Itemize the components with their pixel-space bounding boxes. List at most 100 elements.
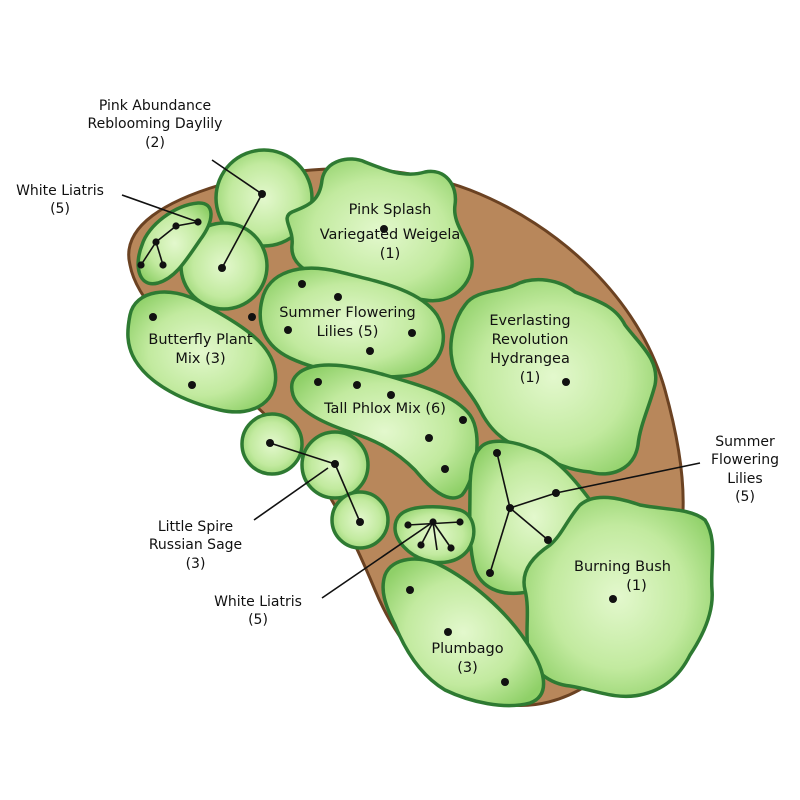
- label-line: Reblooming Daylily: [87, 116, 223, 133]
- burning-bush-shrub: [522, 495, 715, 699]
- leader-lines: [121, 159, 701, 599]
- label-butterfly-plant: Butterfly Plant Mix (3): [133, 331, 268, 369]
- marker-liatris-bottom-3: [456, 518, 464, 526]
- label-line: White Liatris: [16, 183, 104, 199]
- label-line: Lilies: [727, 470, 763, 487]
- marker-lilies-center-4: [408, 329, 416, 337]
- leader-summer-lilies-right: [555, 462, 701, 494]
- label-hydrangea: Everlasting Revolution Hydrangea (1): [470, 312, 590, 389]
- label-line: Mix (3): [175, 351, 226, 368]
- marker-plumbago-2: [444, 628, 452, 636]
- marker-phlox-2: [353, 381, 361, 389]
- marker-phlox-5: [425, 434, 433, 442]
- plant-markers: [137, 190, 617, 686]
- connector-liatris-bottom-b: [420, 521, 434, 546]
- connector-liatris-bottom-c: [432, 521, 438, 551]
- label-line: Russian Sage: [148, 537, 243, 554]
- label-count: (1): [519, 370, 541, 387]
- label-line: Burning Bush: [574, 559, 671, 575]
- connector-liatris-top-a: [140, 241, 157, 266]
- marker-liatris-top-3: [152, 238, 160, 246]
- leader-russian-sage: [253, 467, 329, 521]
- marker-lilies-right-3: [506, 504, 514, 512]
- marker-sage-1: [266, 439, 274, 447]
- marker-phlox-6: [441, 465, 449, 473]
- label-count: (1): [379, 246, 401, 263]
- label-line: Lilies (5): [316, 324, 379, 341]
- marker-lilies-center-5: [366, 347, 374, 355]
- marker-liatris-bottom-4: [417, 541, 425, 549]
- label-count: (5): [50, 201, 70, 218]
- connector-lilies-right-a: [509, 507, 549, 541]
- marker-sage-2: [331, 460, 339, 468]
- plumbago-bed: [381, 557, 546, 708]
- marker-phlox-1: [314, 378, 322, 386]
- summer-lilies-center-bed: [258, 266, 446, 379]
- marker-liatris-top-2: [172, 222, 180, 230]
- tall-phlox-bed: [289, 363, 479, 500]
- label-line: Variegated Weigela: [319, 227, 461, 244]
- label-line: Everlasting: [489, 313, 571, 329]
- label-pink-abundance: Pink Abundance Reblooming Daylily (2): [60, 97, 250, 152]
- marker-phlox-4: [459, 416, 467, 424]
- marker-weigela: [380, 225, 388, 233]
- label-count: (5): [248, 612, 268, 629]
- label-count: (5): [735, 489, 755, 506]
- label-white-liatris-bottom: White Liatris (5): [198, 593, 318, 630]
- marker-lilies-right-4: [544, 536, 552, 544]
- label-line: Tall Phlox Mix (6): [324, 401, 446, 417]
- marker-daylily-2: [218, 264, 226, 272]
- hydrangea-shrub: [449, 277, 658, 476]
- label-plumbago: Plumbago (3): [420, 640, 515, 678]
- marker-liatris-bottom-5: [447, 544, 455, 552]
- label-line: Hydrangea: [490, 351, 570, 368]
- marker-plumbago-1: [406, 586, 414, 594]
- label-line: Plumbago: [431, 641, 504, 657]
- marker-hydrangea: [562, 378, 570, 386]
- marker-liatris-top-5: [159, 261, 167, 269]
- marker-butterfly-3: [188, 381, 196, 389]
- connector-sage-a: [269, 442, 336, 465]
- plant-groups: [126, 148, 715, 708]
- marker-butterfly-1: [149, 313, 157, 321]
- label-line: Pink Splash: [348, 202, 432, 218]
- marker-butterfly-2: [248, 313, 256, 321]
- label-summer-lilies-center: Summer Flowering Lilies (5): [260, 304, 435, 342]
- marker-lilies-right-1: [493, 449, 501, 457]
- label-line: Pink Abundance: [98, 98, 212, 114]
- marker-liatris-bottom-2: [429, 518, 437, 526]
- marker-liatris-top-4: [137, 261, 145, 269]
- label-line: Butterfly Plant: [148, 332, 253, 348]
- label-line: Little Spire: [157, 519, 234, 535]
- label-russian-sage: Little Spire Russian Sage (3): [138, 518, 253, 573]
- label-count: (2): [145, 134, 165, 151]
- marker-daylily-1: [258, 190, 266, 198]
- marker-liatris-top-1: [194, 218, 202, 226]
- label-burning-bush: Burning Bush (1): [565, 558, 680, 596]
- leader-white-liatris-top: [121, 194, 199, 223]
- label-summer-lilies-right: Summer Flowering Lilies (5): [690, 433, 800, 507]
- marker-lilies-right-2: [552, 489, 560, 497]
- label-line: White Liatris: [214, 594, 302, 610]
- label-line: Flowering: [711, 452, 779, 469]
- label-pink-splash: Pink Splash Variegated Weigela (1): [300, 201, 480, 264]
- marker-burning-bush: [609, 595, 617, 603]
- marker-plumbago-3: [501, 678, 509, 686]
- label-count: (3): [185, 555, 206, 572]
- butterfly-plant-bed: [126, 290, 278, 414]
- leader-pink-abundance: [211, 159, 263, 195]
- label-count: (1): [626, 578, 647, 595]
- marker-lilies-center-1: [298, 280, 306, 288]
- marker-lilies-center-2: [334, 293, 342, 301]
- label-count: (3): [457, 660, 478, 677]
- connector-lilies-right-b: [489, 507, 511, 574]
- label-line: Summer: [715, 434, 775, 450]
- leader-white-liatris-bottom: [321, 521, 434, 599]
- label-line: Summer Flowering: [279, 305, 416, 321]
- connector-liatris-top-b: [155, 241, 164, 266]
- marker-lilies-right-5: [486, 569, 494, 577]
- marker-phlox-3: [387, 391, 395, 399]
- connector-daylily: [221, 193, 263, 269]
- marker-liatris-bottom-1: [404, 521, 412, 529]
